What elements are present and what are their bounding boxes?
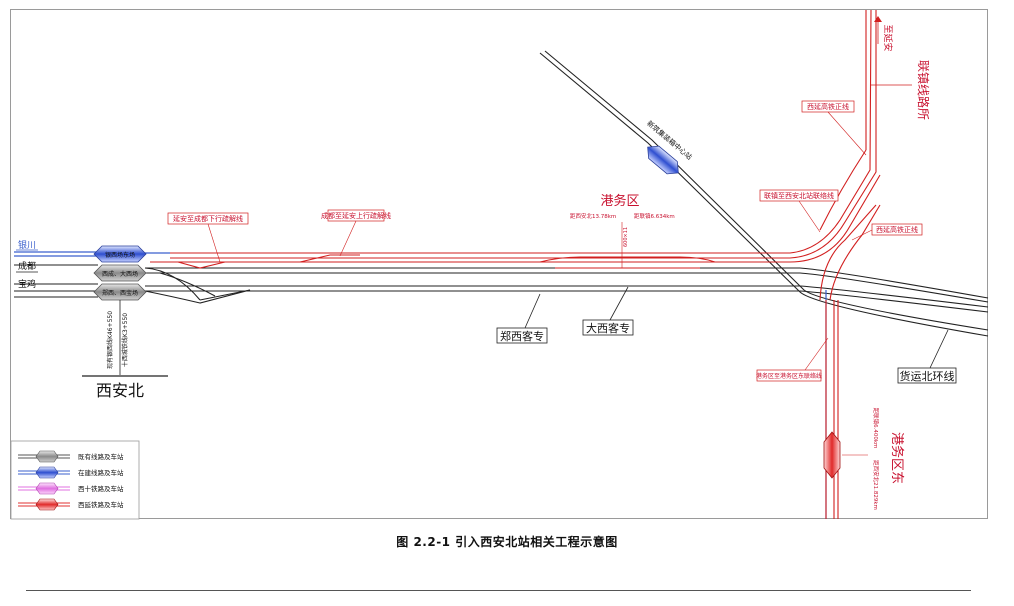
diagram-frame — [10, 9, 988, 519]
legend-item-xiyan: 西延铁路及车站 — [18, 498, 124, 511]
red-lines — [150, 9, 881, 519]
label-yinchuan: 银川 — [18, 239, 36, 251]
port-note-1: 距西安北13.78km — [570, 212, 616, 220]
platform-yinxi-label: 银西场东场 — [105, 251, 135, 259]
legend-label-xiyan: 西延铁路及车站 — [78, 500, 124, 509]
legend: 既有线路及车站 在建线路及车站 西十铁路及车站 西延铁路及车站 — [10, 440, 140, 520]
port-east-note-2: 距西安北21.829km — [872, 460, 880, 510]
label-lianzhen-link: 联镇至西安北站联络线 — [764, 191, 834, 200]
label-yanan-cd-down: 延安至成都下行疏解线 — [173, 214, 243, 223]
station-note-2: 十西城铁线K3+550 — [121, 313, 129, 367]
label-baoji: 宝鸡 — [18, 278, 36, 290]
legend-item-existing: 既有线路及车站 — [18, 450, 124, 463]
platform-xicheng-label: 西成、大西场 — [102, 270, 138, 278]
port-east-note-1: 距联镇6.400km — [872, 408, 880, 449]
port-east-station-symbol — [823, 431, 841, 479]
station-note-1: 现有银西线K46+550 — [106, 311, 114, 369]
label-port-east-link: 港务区至港务区东联络线 — [756, 372, 822, 380]
port-east-label-group: 港务区东 距联镇6.400km 距西安北21.829km — [842, 408, 905, 510]
left-track-labels: 银川 成都 宝鸡 — [16, 239, 38, 290]
freight-ring-lines — [539, 50, 989, 337]
bottom-rule — [26, 590, 971, 591]
port-note-3: 600×11 — [623, 227, 629, 247]
platform-yinxi: 银西场东场 — [93, 245, 147, 263]
black-boxed-labels: 郑西客专 大西客专 货运北环线 — [496, 286, 957, 384]
legend-label-existing: 既有线路及车站 — [78, 452, 124, 461]
red-boxed-labels: 延安至成都下行疏解线 成都至延安上行疏解线 西延高铁正线 联镇至西安北站联络线 … — [167, 100, 923, 382]
xinzhu-station-symbol — [647, 145, 679, 175]
label-xiyan-main-2: 西延高铁正线 — [876, 225, 918, 234]
station-name: 西安北 — [96, 381, 144, 400]
label-freight-ring: 货运北环线 — [900, 369, 955, 383]
label-zhengxi-special: 郑西客专 — [500, 329, 544, 343]
figure-caption: 图 2.2-1 引入西安北站相关工程示意图 — [396, 535, 618, 549]
lianzhen-label-group: 联镇线路所 — [870, 60, 931, 120]
to-yanan-group: 至延安 — [874, 16, 894, 52]
legend-item-construction: 在建线路及车站 — [18, 466, 124, 479]
legend-label-construction: 在建线路及车站 — [78, 468, 124, 477]
label-port-area: 港务区 — [600, 193, 639, 209]
port-note-2: 距联镇6.634km — [634, 212, 675, 220]
port-area-group: 港务区 距西安北13.78km 距联镇6.634km 600×11 — [570, 193, 675, 268]
label-chengdu: 成都 — [18, 260, 36, 272]
station-annotation: 现有银西线K46+550 十西城铁线K3+550 西安北 — [82, 300, 168, 400]
legend-item-xishi: 西十铁路及车站 — [18, 482, 124, 495]
label-cd-yanan-up: 成都至延安上行疏解线 — [321, 211, 391, 220]
legend-label-xishi: 西十铁路及车站 — [78, 484, 124, 493]
platform-zhengxi: 郑西、西宝场 — [93, 283, 147, 301]
label-xiyan-main-1: 西延高铁正线 — [807, 102, 849, 111]
label-lianzhen-line: 联镇线路所 — [916, 60, 931, 120]
label-port-east: 港务区东 — [889, 432, 905, 484]
label-to-yanan: 至延安 — [882, 24, 894, 51]
platform-xicheng: 西成、大西场 — [93, 264, 147, 282]
platform-zhengxi-label: 郑西、西宝场 — [102, 289, 138, 297]
existing-main-lines — [14, 264, 989, 313]
label-daxi-special: 大西客专 — [586, 321, 630, 335]
